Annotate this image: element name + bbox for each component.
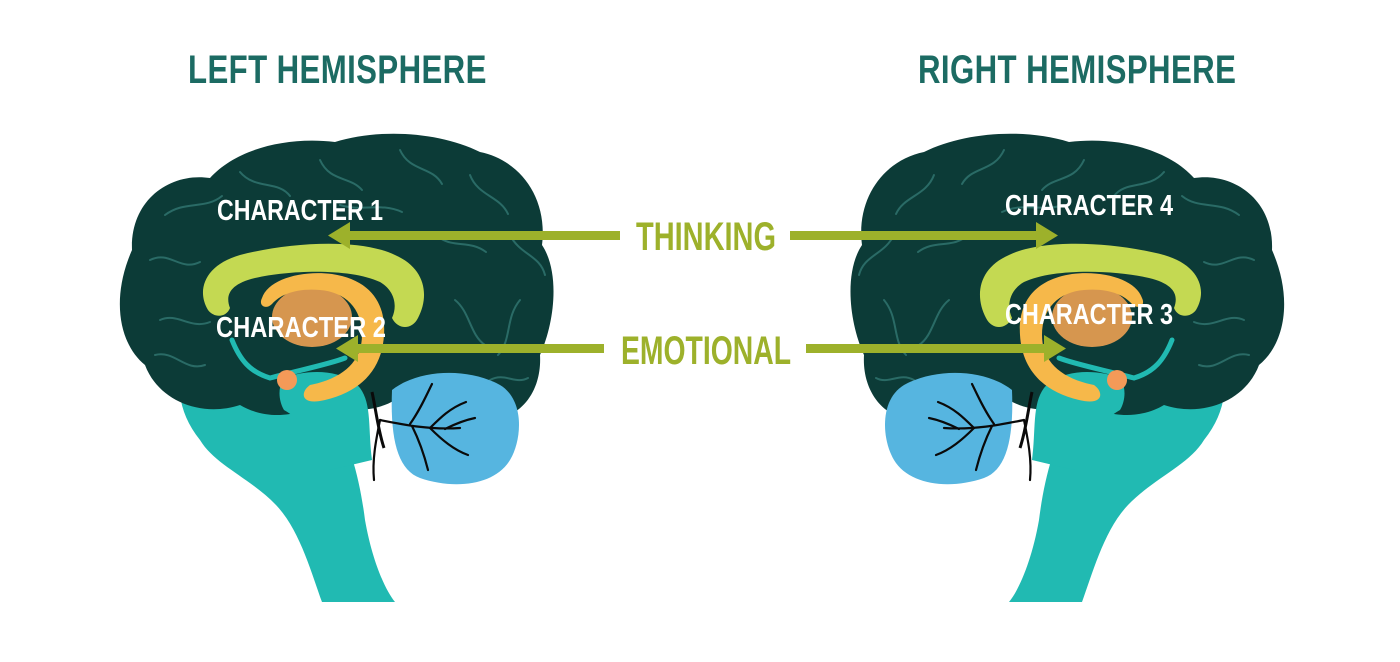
thinking-arrows (328, 222, 1058, 249)
thinking-label: THINKING (636, 215, 776, 259)
emotional-arrow-right (806, 335, 1066, 362)
character-2-label: CHARACTER 2 (216, 312, 386, 344)
character-3-label: CHARACTER 3 (1005, 299, 1173, 331)
character-4-label: CHARACTER 4 (1005, 190, 1173, 222)
right-hemisphere-title: RIGHT HEMISPHERE (918, 48, 1237, 92)
emotional-arrows (336, 335, 1066, 362)
emotional-label: EMOTIONAL (621, 329, 791, 373)
character-1-label: CHARACTER 1 (217, 195, 383, 227)
left-hemisphere-title: LEFT HEMISPHERE (188, 48, 487, 92)
emotional-arrow-left (336, 335, 604, 362)
thinking-arrow-right (790, 222, 1058, 249)
thinking-arrow-left (328, 222, 620, 249)
